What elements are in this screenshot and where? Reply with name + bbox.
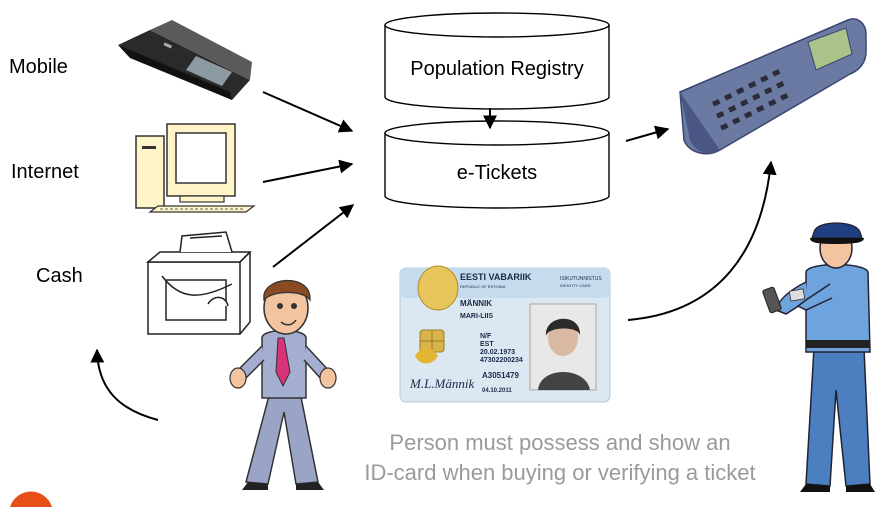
id-card-expiry-date: 04.10.2011	[482, 388, 512, 394]
mobile-to-etickets-arrow	[262, 91, 354, 133]
idcard-to-reader-arrow	[627, 160, 777, 321]
card-reader-icon	[679, 18, 867, 155]
id-card-signature: M.L.Männik	[409, 376, 475, 391]
e-tickets-database	[384, 120, 610, 209]
channel-label-internet: Internet	[11, 161, 79, 183]
id-card-personal-code: 47302200234	[480, 357, 523, 364]
id-card-icon: EESTI VABARIIK REPUBLIC OF ESTONIA ISIKU…	[399, 265, 611, 403]
mobile-phone-icon	[118, 20, 252, 100]
inspector-person-icon	[762, 222, 875, 492]
computer-icon	[135, 123, 256, 213]
channel-label-cash: Cash	[36, 265, 83, 287]
id-card-given-name: MARI-LIIS	[460, 313, 493, 320]
caption: Person must possess and show an ID-card …	[300, 428, 820, 488]
caption-line-1: Person must possess and show an	[389, 430, 731, 455]
id-card-document-number: A3051479	[482, 371, 519, 380]
cash-to-etickets-arrow	[272, 204, 355, 268]
id-card-nationality: EST	[480, 341, 494, 348]
etickets-to-reader-arrow	[625, 125, 670, 142]
id-card-surname: MÄNNIK	[460, 299, 492, 308]
id-card-type: ISIKUTUNNISTUS	[560, 276, 602, 282]
id-card-country-sub: REPUBLIC OF ESTONIA	[460, 284, 506, 289]
id-card-birth-date: 20.02.1973	[480, 349, 515, 356]
channel-label-mobile: Mobile	[9, 56, 68, 78]
caption-line-2: ID-card when buying or verifying a ticke…	[364, 460, 756, 485]
brand-corner-dot	[10, 491, 52, 507]
id-card-sex: N/F	[480, 333, 492, 340]
cash-desk-icon	[145, 231, 252, 335]
internet-to-etickets-arrow	[262, 159, 354, 183]
id-card-country: EESTI VABARIIK	[460, 272, 532, 282]
customer-person-icon	[229, 279, 337, 490]
id-card-type-sub: IDENTITY CARD	[560, 283, 591, 288]
e-tickets-label: e-Tickets	[456, 162, 538, 184]
population-registry-label: Population Registry	[410, 58, 584, 80]
population-registry-database	[384, 12, 610, 110]
customer-to-cash-arrow	[90, 348, 159, 421]
